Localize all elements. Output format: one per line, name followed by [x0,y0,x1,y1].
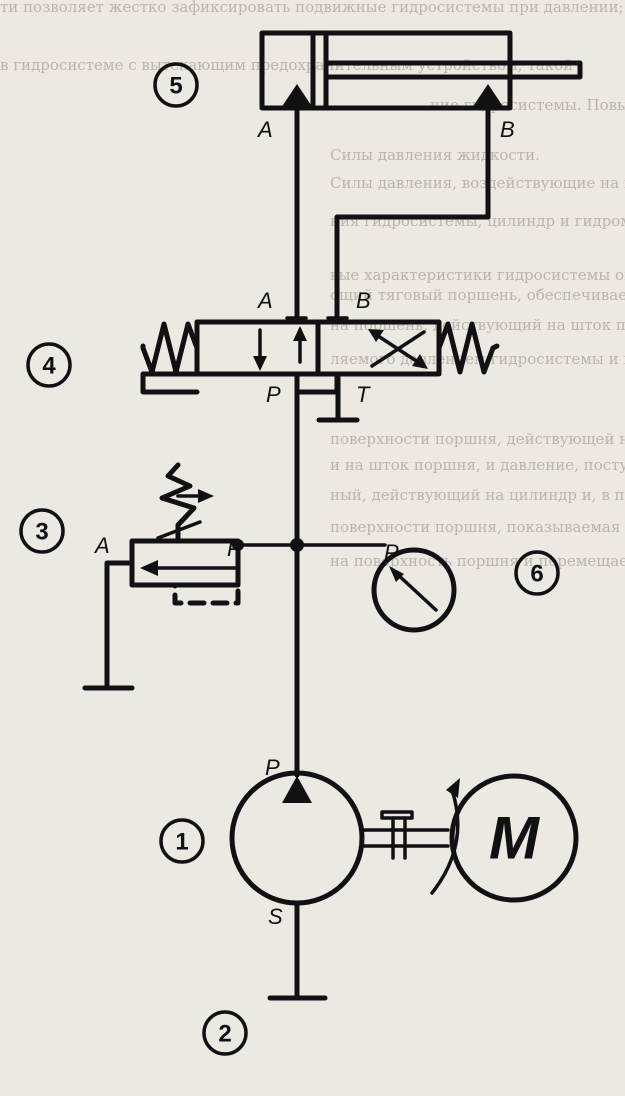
shaft-coupling [360,778,460,895]
valve-cross-head-2 [368,329,384,342]
valve-spring-right [436,321,500,375]
cylinder: 5 A B [153,30,583,142]
gauge-number-circle [514,550,560,596]
background-text-line: ный, действующий на цилиндр и, в привода… [330,486,625,504]
relief-port-a-label: A [93,533,110,558]
motor-body [449,773,579,903]
cylinder-number: 5 [169,73,182,100]
relief-number: 3 [35,519,48,546]
background-text-line: и на шток поршня, и давление, поступающе… [330,456,625,474]
coupling-cap [380,810,414,820]
pump-arrow [282,776,312,803]
relief-port-p-label: P [227,536,242,561]
coupling-flanges [391,816,407,860]
background-text-line: Силы давления, воздействующие на поршень… [330,174,625,192]
cylinder-port-b-arrow [472,84,504,108]
valve-actuator [140,371,200,395]
gauge-number: 6 [530,561,543,588]
relief-adjust-line [156,520,202,540]
valve-port-t-label: T [356,382,371,407]
motor-label: M [489,805,541,872]
cylinder-port-b-label: B [500,117,515,142]
relief-body [129,538,241,588]
valve-arrow-head-1 [253,356,267,371]
valve-arrow-head-2 [293,326,307,341]
background-text-line: поверхности поршня, показываемая на мано… [330,518,625,536]
tank: 2 [202,1010,248,1056]
variable-arrow-arc [430,788,460,895]
background-text-line: вые характеристики гидросистемы описаны … [330,266,625,284]
directional-valve: 4 A B P T [26,288,500,548]
cylinder-number-circle [153,62,199,108]
gauge-dial [371,547,457,633]
variable-arrow-head [446,778,460,798]
gauge-label: P [384,540,399,565]
background-text-line: на поверхность поршня и перемещается в к… [330,552,625,570]
valve-port-b-label: B [356,288,371,313]
relief-adjust-head [198,489,214,503]
valve-port-p-label: P [266,382,281,407]
valve-spring-left [140,321,200,375]
gauge-needle-head [389,566,404,582]
pump-number-circle [159,818,205,864]
line-p-jog [294,371,340,395]
relief-number-circle [19,508,65,554]
background-text-line: поверхности поршня, действующей на порше… [330,430,625,448]
cylinder-port-a-label: A [256,117,273,142]
relief-valve: 3 A P [19,462,244,691]
pump-number: 1 [175,829,188,856]
tank-number: 2 [218,1021,231,1048]
background-text-line: ние гидросистемы. Повышение давления выш… [430,96,625,114]
relief-pilot-line [172,542,241,606]
gauge-needle [394,571,438,612]
electric-motor: M [449,773,579,903]
relief-spring [159,462,197,544]
relief-flow-arrow [140,560,158,576]
cylinder-body [259,30,513,111]
valve-number: 4 [42,353,56,380]
tank-number-circle [202,1010,248,1056]
valve-number-circle [26,342,72,388]
line-b [334,105,491,325]
valve-port-a-label: A [256,288,273,313]
pump-port-p-label: P [265,755,280,780]
valve-cross-2 [370,330,426,368]
valve-cross-head-1 [412,354,428,369]
background-text-line: ощий тяговый поршень, обеспечивает давле… [330,286,625,304]
relief-line-a [104,560,135,691]
background-text-line: ти позволяет жестко зафиксировать подвиж… [0,0,625,16]
background-text-line: Силы давления жидкости. [330,146,540,164]
pump-port-s-label: S [268,904,283,929]
pump: P S 1 [159,755,365,1001]
cylinder-port-a-arrow [281,84,313,108]
pressure-gauge: P 6 [371,540,560,633]
cylinder-rod [323,60,583,80]
